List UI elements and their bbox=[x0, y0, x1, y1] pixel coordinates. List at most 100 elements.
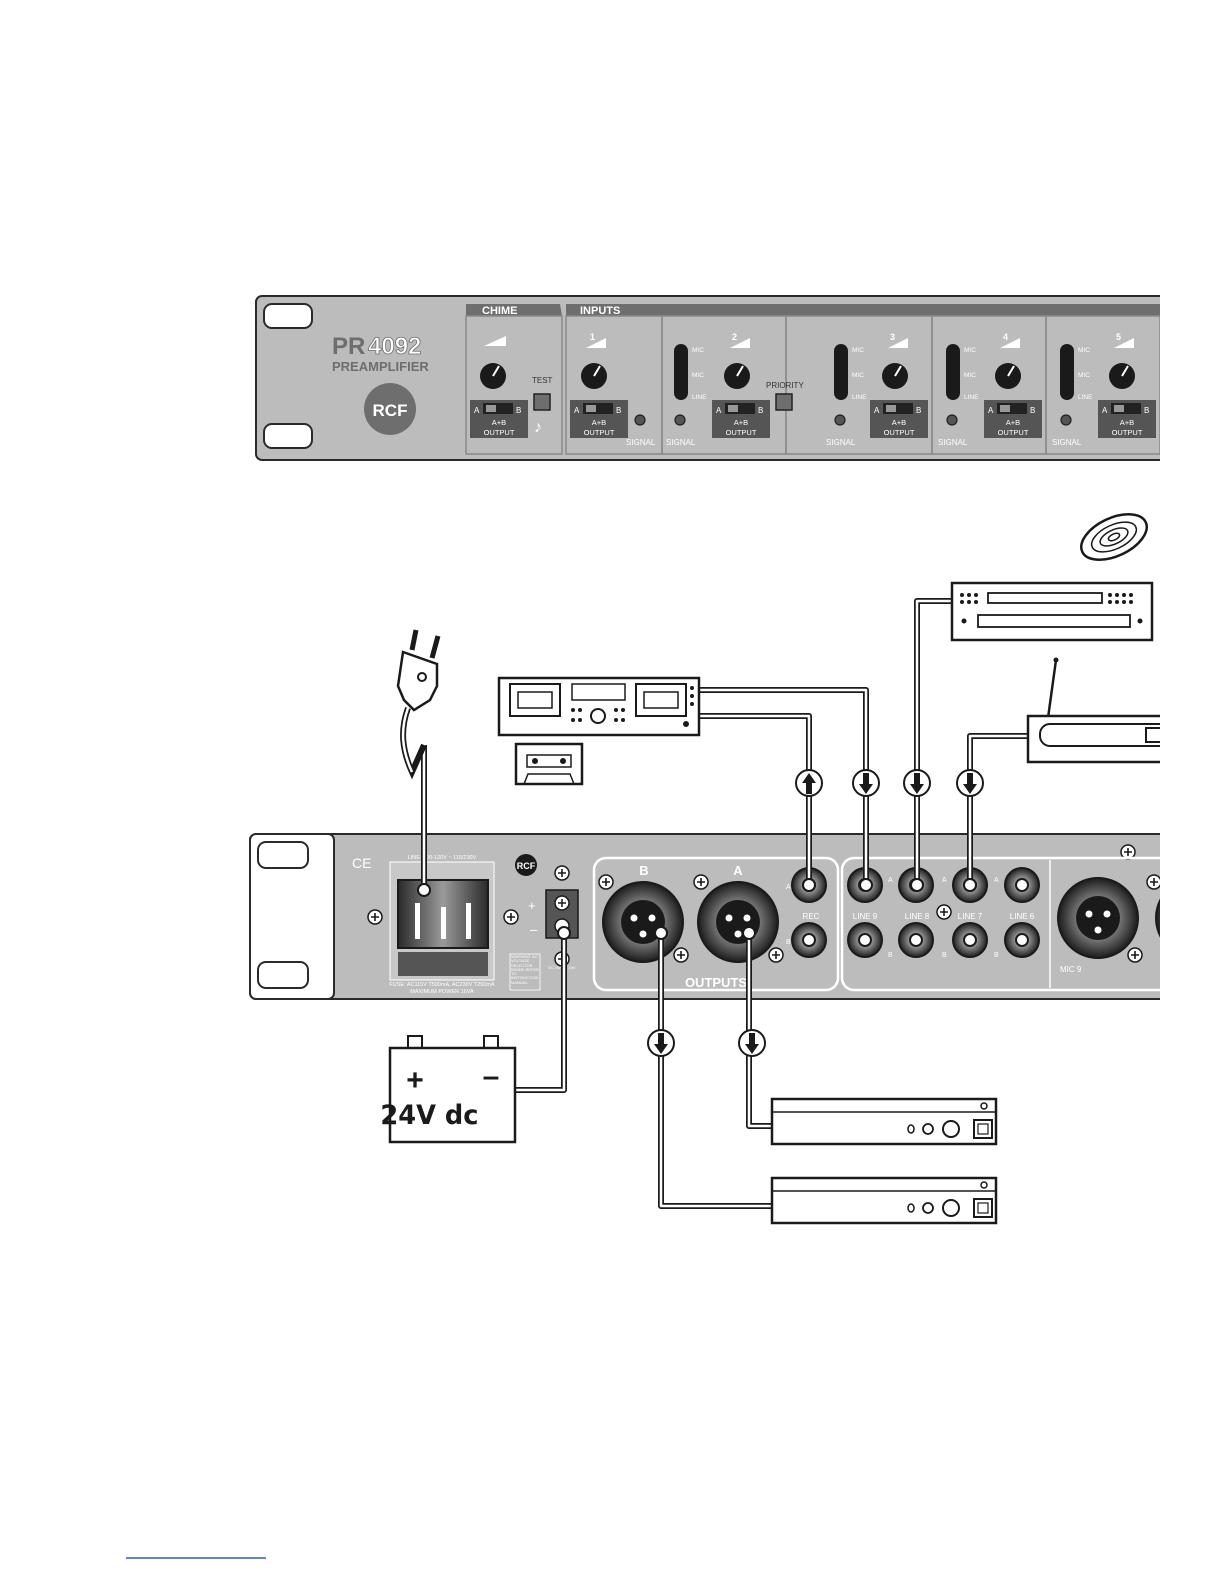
mains-voltage-label: LINE: 100-120V ~ 115/230V bbox=[408, 855, 477, 861]
model-number: 4092 bbox=[368, 333, 421, 360]
jack-a-label: A bbox=[786, 884, 791, 891]
priority-button[interactable] bbox=[775, 393, 793, 411]
cables bbox=[417, 598, 1028, 1209]
rear-rack-hole-bottom bbox=[257, 961, 309, 989]
compact-disc-icon bbox=[1080, 513, 1148, 561]
chime-test-button[interactable] bbox=[533, 393, 551, 411]
battery-voltage-label: 24V dc bbox=[380, 1100, 478, 1131]
model-prefix: PR bbox=[332, 333, 365, 360]
channel-4-output-switch[interactable] bbox=[1000, 405, 1010, 412]
mic-label: MIC bbox=[1078, 372, 1090, 379]
arrow-down-icon bbox=[956, 769, 984, 797]
output-b-label: B bbox=[639, 863, 648, 878]
switch-b-label: B bbox=[516, 406, 521, 415]
jack-a-label: A bbox=[994, 877, 999, 884]
section-inputs: INPUTS bbox=[580, 305, 620, 317]
switch-a-label: A bbox=[716, 406, 722, 415]
outputs-label: OUTPUTS bbox=[685, 975, 747, 990]
switch-output-label: OUTPUT bbox=[726, 428, 757, 437]
test-label: TEST bbox=[532, 376, 553, 385]
channel-1-signal-led bbox=[634, 414, 646, 426]
switch-output-label: OUTPUT bbox=[584, 428, 615, 437]
mic-label: MIC bbox=[964, 372, 976, 379]
line-label: LINE bbox=[692, 394, 707, 401]
switch-b-label: B bbox=[1030, 406, 1035, 415]
switch-a-label: A bbox=[988, 406, 994, 415]
mic-label: MIC bbox=[964, 347, 976, 354]
jack-a-label: A bbox=[888, 877, 893, 884]
output-a-label: A bbox=[733, 863, 743, 878]
switch-a-label: A bbox=[574, 406, 580, 415]
battery-minus-label: – bbox=[483, 1060, 500, 1093]
rear-panel: CE LINE: 100-120V ~ 115/230V FUSE: AC115… bbox=[249, 833, 1224, 1000]
priority-label: PRIORITY bbox=[766, 381, 804, 390]
channel-1-output-switch[interactable] bbox=[586, 405, 596, 412]
rear-rcf-logo-text: RCF bbox=[517, 861, 536, 871]
chime-output-switch[interactable] bbox=[486, 405, 496, 412]
channel-2-output-switch[interactable] bbox=[728, 405, 738, 412]
channel-3-output-switch[interactable] bbox=[886, 405, 896, 412]
arrow-down-icon bbox=[903, 769, 931, 797]
signal-direction-arrows bbox=[647, 769, 984, 1057]
rack-ear-hole-bottom bbox=[263, 423, 313, 449]
switch-ab-label: A+B bbox=[1006, 418, 1020, 427]
switch-ab-label: A+B bbox=[892, 418, 906, 427]
gain-symbol bbox=[484, 336, 506, 346]
arrow-down-icon bbox=[852, 769, 880, 797]
voltage-warning-label: WARNING: AC VOLTAGE SELECTOR INSIDE REFE… bbox=[511, 954, 540, 985]
channel-2-signal-led bbox=[674, 414, 686, 426]
channel-4-signal-led bbox=[946, 414, 958, 426]
arrow-up-icon bbox=[795, 769, 823, 797]
switch-ab-label: A+B bbox=[1120, 418, 1134, 427]
rear-rcf-logo bbox=[515, 854, 537, 876]
power-amplifier-a-icon bbox=[770, 1097, 998, 1146]
line-7-label: LINE 7 bbox=[958, 912, 983, 921]
channel-3-mic-line-selector[interactable] bbox=[834, 344, 848, 400]
cassette-tape-icon bbox=[514, 742, 584, 786]
switch-output-label: OUTPUT bbox=[998, 428, 1029, 437]
fuse-label: FUSE: AC115V T500mA, AC230V T250mA bbox=[389, 982, 494, 988]
battery-plus-label: + bbox=[406, 1064, 424, 1097]
channel-4-label: 4 bbox=[1003, 332, 1008, 342]
jack-a-label: A bbox=[942, 877, 947, 884]
section-chime: CHIME bbox=[482, 305, 517, 317]
battery-24v: + – 24V dc bbox=[380, 1035, 517, 1144]
switch-ab-label: A+B bbox=[492, 418, 506, 427]
rack-ear-hole-top bbox=[263, 303, 313, 329]
channel-5-output-switch[interactable] bbox=[1114, 405, 1124, 412]
signal-label: SIGNAL bbox=[826, 438, 856, 447]
switch-b-label: B bbox=[758, 406, 763, 415]
switch-a-label: A bbox=[1102, 406, 1108, 415]
power-label: MAXIMUM POWER 16VA bbox=[410, 989, 474, 995]
front-subtitle: PREAMPLIFIER bbox=[332, 359, 429, 374]
line-6-label: LINE 6 bbox=[1010, 912, 1035, 921]
cassette-deck-icon bbox=[497, 676, 701, 737]
power-amplifier-b-icon bbox=[770, 1176, 998, 1225]
rear-rack-hole-top bbox=[257, 841, 309, 869]
switch-output-label: OUTPUT bbox=[484, 428, 515, 437]
mains-plug-icon bbox=[396, 629, 441, 780]
line-input-rca-jacks bbox=[847, 867, 1040, 958]
dc-plus-label: + bbox=[528, 898, 536, 913]
channel-5-mic-line-selector[interactable] bbox=[1060, 344, 1074, 400]
switch-b-label: B bbox=[616, 406, 621, 415]
channel-4-mic-line-selector[interactable] bbox=[946, 344, 960, 400]
rec-label: REC bbox=[803, 912, 820, 921]
cd-player-icon bbox=[950, 581, 1154, 642]
signal-label: SIGNAL bbox=[1052, 438, 1082, 447]
line-8-label: LINE 8 bbox=[905, 912, 930, 921]
switch-a-label: A bbox=[474, 406, 480, 415]
music-note-icon: ♪ bbox=[534, 419, 542, 436]
switch-ab-label: A+B bbox=[592, 418, 606, 427]
channel-2-label: 2 bbox=[732, 332, 737, 342]
signal-label: SIGNAL bbox=[626, 438, 656, 447]
signal-label: SIGNAL bbox=[938, 438, 968, 447]
channel-2-mic-line-selector[interactable] bbox=[674, 344, 688, 400]
mic-label: MIC bbox=[692, 372, 704, 379]
arrow-down-icon bbox=[738, 1029, 766, 1057]
switch-a-label: A bbox=[874, 406, 880, 415]
channel-5-label: 5 bbox=[1116, 332, 1121, 342]
jack-b-label: B bbox=[942, 952, 947, 959]
jack-b-label: B bbox=[888, 952, 893, 959]
